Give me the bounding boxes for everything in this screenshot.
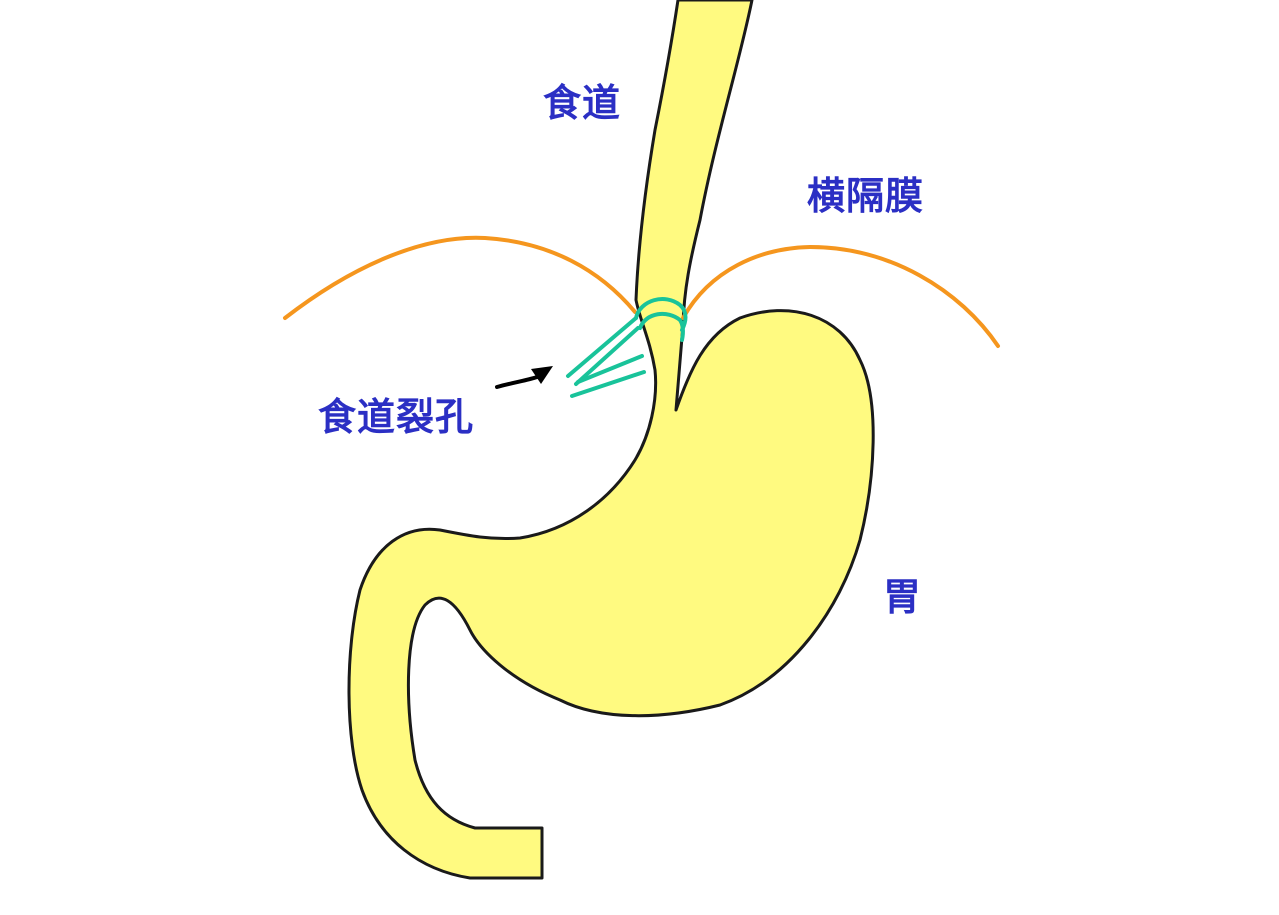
label-stomach: 胃	[883, 575, 923, 619]
label-esophageal-hiatus: 食道裂孔	[318, 395, 475, 439]
diaphragm-left-line	[283, 235, 637, 320]
stomach-esophagus-shape	[347, 0, 875, 880]
arrow-icon	[495, 366, 553, 389]
label-esophagus: 食道	[543, 81, 622, 125]
label-diaphragm: 横隔膜	[807, 174, 925, 218]
hiatus-lines	[566, 297, 688, 398]
diaphragm-right-line	[681, 244, 1000, 348]
